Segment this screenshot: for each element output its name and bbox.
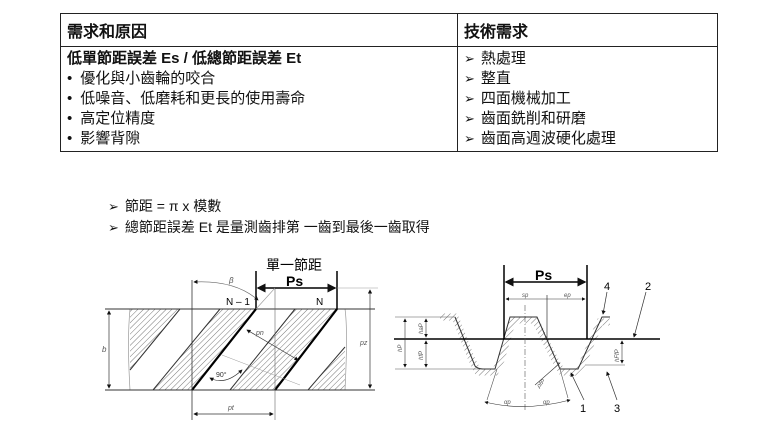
pn-label: pn xyxy=(255,330,264,337)
notes: ➢ 節距 = π x 模數 ➢ 總節距誤差 Et 是量測齒排第 一齒到最後一齒取得 xyxy=(108,196,430,238)
list-item: 低噪音、低磨耗和更長的使用壽命 xyxy=(67,89,451,109)
beta-label: β xyxy=(228,276,234,285)
pitch-diagram-left: 單一節距 Ps N – 1 N β b pn pz pt 90° xyxy=(102,257,378,420)
header-needs-reasons: 需求和原因 xyxy=(60,13,458,47)
arrow-bullet-icon: ➢ xyxy=(464,131,475,146)
ps-label-right: Ps xyxy=(535,267,552,283)
arrow-bullet-icon: ➢ xyxy=(464,111,475,126)
arrow-bullet-icon: ➢ xyxy=(108,199,119,214)
callout-2: 2 xyxy=(645,281,651,293)
b-label: b xyxy=(102,345,107,354)
hfp-label: hfP xyxy=(419,351,425,360)
callout-3: 3 xyxy=(614,403,620,415)
tech-cell: ➢ 熱處理 ➢ 整直 ➢ 四面機械加工 ➢ 齒面銑削和研磨 ➢ 齒面高週波硬化處理 xyxy=(457,46,718,152)
table-header-row: 需求和原因 技術需求 xyxy=(60,13,718,47)
n-minus-1-label: N – 1 xyxy=(226,297,250,308)
n-label: N xyxy=(316,297,323,308)
list-item: 影響背隙 xyxy=(67,129,451,149)
note-text: 節距 = π x 模數 xyxy=(124,198,222,214)
item-label: 齒面銑削和研磨 xyxy=(480,110,586,127)
list-item: ➢ 齒面銑削和研磨 xyxy=(464,109,711,129)
hap-label: haP xyxy=(419,323,425,334)
pz-label: pz xyxy=(359,340,368,347)
alpha-right-label: αp xyxy=(543,400,550,406)
hffp-label: hFfP xyxy=(615,349,621,362)
note-total-pitch-error: ➢ 總節距誤差 Et 是量測齒排第 一齒到最後一齒取得 xyxy=(108,217,430,238)
item-label: 四面機械加工 xyxy=(480,90,571,107)
note-pitch: ➢ 節距 = π x 模數 xyxy=(108,196,430,217)
callout-4: 4 xyxy=(604,281,610,293)
item-label: 整直 xyxy=(480,70,511,87)
single-pitch-label: 單一節距 xyxy=(266,257,322,273)
callout-1: 1 xyxy=(580,403,586,415)
alpha-left-label: αp xyxy=(504,400,511,406)
list-item: 優化與小齒輪的咬合 xyxy=(67,69,451,89)
pt-label: pt xyxy=(227,405,235,412)
note-text: 總節距誤差 Et 是量測齒排第 一齒到最後一齒取得 xyxy=(124,219,430,235)
arrow-bullet-icon: ➢ xyxy=(108,220,119,235)
list-item: ➢ 熱處理 xyxy=(464,49,711,69)
arrow-bullet-icon: ➢ xyxy=(464,71,475,86)
needs-title: 低單節距誤差 Es / 低總節距誤差 Et xyxy=(67,50,302,67)
header-tech-requirements: 技術需求 xyxy=(457,13,718,47)
ps-label: Ps xyxy=(286,273,303,289)
hp-label: hP xyxy=(398,345,404,352)
angle-label: 90° xyxy=(216,371,227,379)
ep-label: ep xyxy=(564,293,571,299)
rho-label: ρfP xyxy=(535,379,546,390)
table-row: 低單節距誤差 Es / 低總節距誤差 Et 優化與小齒輪的咬合 低噪音、低磨耗和… xyxy=(60,46,718,152)
arrow-bullet-icon: ➢ xyxy=(464,51,475,66)
list-item: ➢ 四面機械加工 xyxy=(464,89,711,109)
list-item: ➢ 齒面高週波硬化處理 xyxy=(464,129,711,149)
item-label: 熱處理 xyxy=(480,50,526,67)
list-item: 高定位精度 xyxy=(67,109,451,129)
item-label: 齒面高週波硬化處理 xyxy=(480,130,616,147)
requirements-table: 需求和原因 技術需求 低單節距誤差 Es / 低總節距誤差 Et 優化與小齒輪的… xyxy=(60,13,718,152)
arrow-bullet-icon: ➢ xyxy=(464,91,475,106)
list-item: ➢ 整直 xyxy=(464,69,711,89)
sp-label: sp xyxy=(522,293,529,299)
tooth-profile-diagram-right: Ps sp ep hP haP hfP hFfP ρfP αp αp 1 2 3… xyxy=(394,265,660,415)
